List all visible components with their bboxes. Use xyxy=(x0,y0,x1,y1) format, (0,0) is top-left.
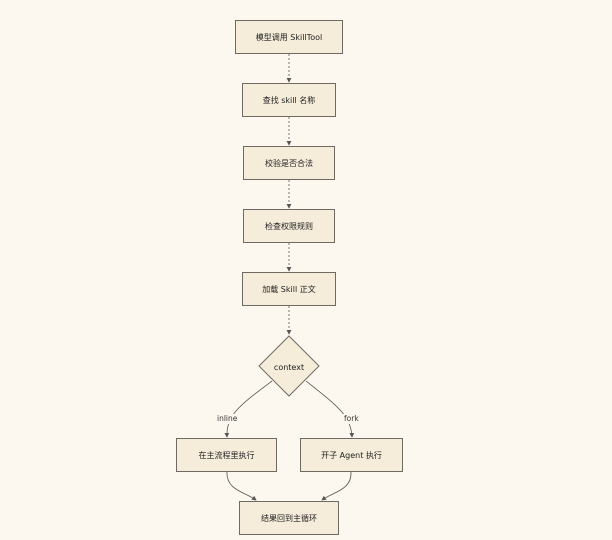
decision-label: context xyxy=(273,363,305,372)
edge-fork-to-result xyxy=(321,471,352,501)
node-check-permissions: 检查权限规则 xyxy=(243,209,335,243)
decision-diamond xyxy=(258,335,320,397)
node-inline-execution: 在主流程里执行 xyxy=(176,438,277,472)
edge-inline-to-result xyxy=(226,471,257,501)
node-lookup-skill-name: 查找 skill 名称 xyxy=(242,83,336,117)
edge-decision-to-inline xyxy=(224,380,273,438)
node-fork-agent-execution: 开子 Agent 执行 xyxy=(300,438,403,472)
node-invoke-skilltool: 模型调用 SkillTool xyxy=(235,20,343,54)
edge-label-fork: fork xyxy=(343,414,360,424)
edge-label-inline: inline xyxy=(216,414,239,424)
node-validate: 校验是否合法 xyxy=(243,146,335,180)
edge-decision-to-fork xyxy=(305,380,355,438)
node-result-to-main-loop: 结果回到主循环 xyxy=(239,501,339,535)
node-load-skill-body: 加载 Skill 正文 xyxy=(242,272,336,306)
